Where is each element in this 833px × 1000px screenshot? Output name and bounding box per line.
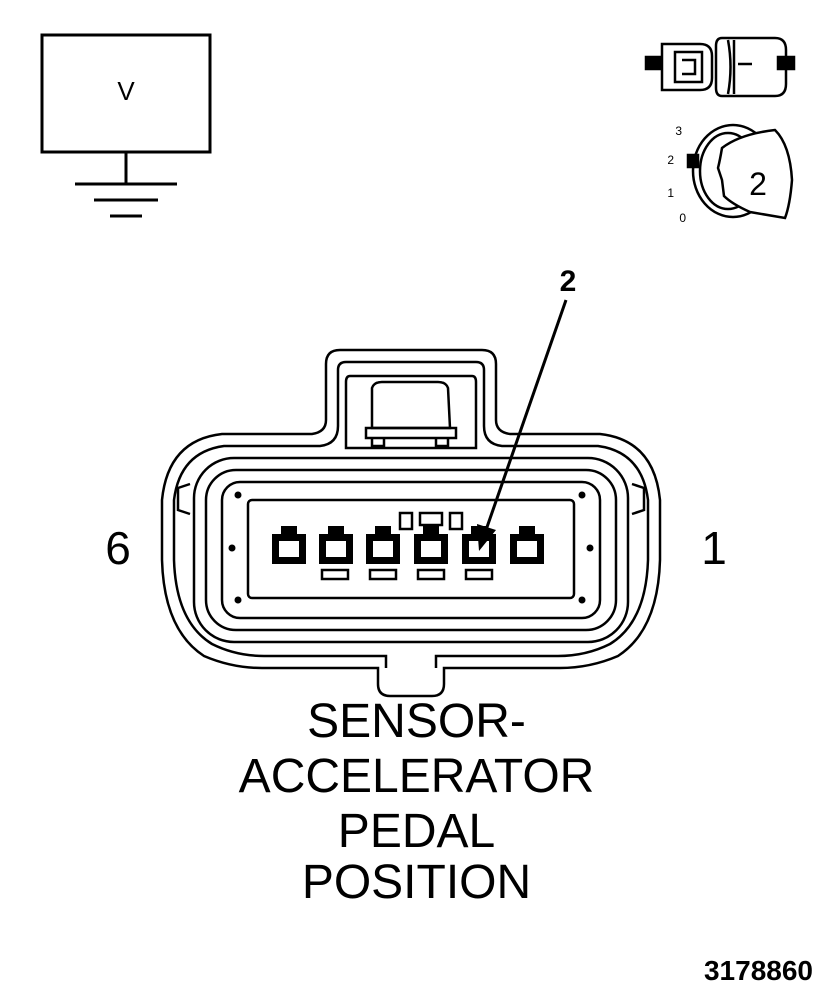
seal-ring-outer <box>192 456 630 644</box>
title-line-2: ACCELERATOR <box>238 750 595 803</box>
connector-face <box>160 348 662 698</box>
connector-latch <box>370 380 452 430</box>
title-line-1: SENSOR- <box>307 695 526 748</box>
pin-1 <box>510 526 544 564</box>
pin-6 <box>272 526 306 564</box>
title-line-3: PEDAL <box>337 805 496 858</box>
voltmeter-symbol <box>40 33 212 218</box>
keying-slots <box>398 511 464 531</box>
ignition-key-position-label: 2 <box>749 166 767 202</box>
right-ear <box>631 482 646 516</box>
ignition-key-icon <box>686 123 794 220</box>
pin-5 <box>319 526 353 581</box>
title-line-4: POSITION <box>301 856 532 909</box>
callout-pin-label: 2 <box>560 265 577 298</box>
ignition-position-2: 2 <box>667 153 674 167</box>
disconnected-connector-icon <box>644 36 796 98</box>
left-ear <box>176 482 191 516</box>
voltmeter-label: V <box>117 76 135 106</box>
right-pin-number: 1 <box>701 522 727 574</box>
connector-outer-shell <box>160 348 662 698</box>
ignition-key <box>716 128 794 220</box>
terminal-cavities <box>272 526 544 581</box>
pin-callout <box>477 299 568 551</box>
figure-id: 3178860 <box>703 955 813 986</box>
latch-housing <box>344 374 478 450</box>
terminal-face <box>246 498 576 600</box>
ignition-position-marker <box>686 153 700 169</box>
mounting-dots <box>228 491 594 604</box>
ignition-position-1: 1 <box>667 186 674 200</box>
pin-3 <box>414 526 448 581</box>
left-pin-number: 6 <box>105 522 131 574</box>
pin-4 <box>366 526 400 581</box>
ignition-position-3: 3 <box>675 124 682 138</box>
ignition-position-0: 0 <box>679 211 686 225</box>
